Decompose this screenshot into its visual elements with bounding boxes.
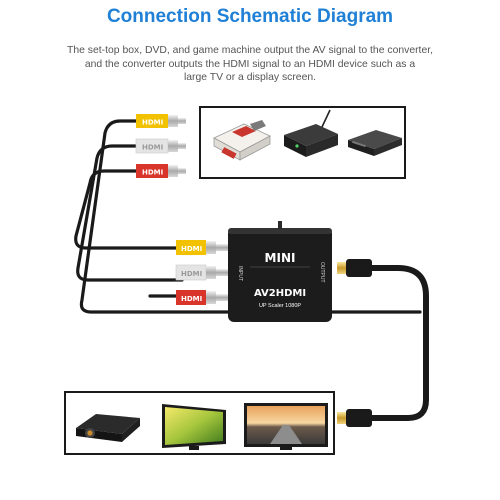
rca-plug-label: HDMI [181,295,202,303]
game-console-icon [213,120,271,161]
description-line-1: The set-top box, DVD, and game machine o… [67,45,433,56]
diagram-title: Connection Schematic Diagram [106,6,394,27]
rca-plug-red-top: HDMI [136,164,186,178]
rca-plug-white-top: HDMI [135,138,186,154]
dvd-player-icon [348,130,402,156]
rca-plug-yellow-bottom: HDMI [176,240,228,255]
monitor-icon [162,404,226,450]
rca-plug-red-bottom: HDMI [176,290,228,305]
rca-plug-yellow-top: HDMI [136,114,186,128]
rca-plug-label: HDMI [142,169,163,177]
rca-plug-label: HDMI [142,144,163,152]
rca-plug-label: HDMI [181,245,202,253]
hdmi-plug-top [337,259,372,277]
input-label: INPUT [237,266,243,281]
rca-plug-white-bottom: HDMI [175,264,228,281]
set-top-box-icon [284,109,338,157]
hdmi-plug-bottom [337,409,372,427]
output-label: OUTPUT [319,262,325,283]
converter-box: MINI AV2HDMI UP Scaler 1080P INPUT OUTPU… [228,221,332,322]
description-line-3: large TV or a display screen. [183,72,317,83]
converter-subtitle: UP Scaler 1080P [259,303,301,309]
tv-icon [244,403,328,450]
hdmi-cable [351,265,429,421]
diagram-description: The set-top box, DVD, and game machine o… [40,44,460,85]
rca-cable-bundle [74,119,422,314]
projector-icon [76,414,140,442]
converter-name: AV2HDMI [254,288,306,299]
rca-plug-label: HDMI [142,119,163,127]
rca-plug-label: HDMI [181,270,202,278]
description-line-2: and the converter outputs the HDMI signa… [84,58,416,70]
converter-badge: MINI [265,251,296,265]
